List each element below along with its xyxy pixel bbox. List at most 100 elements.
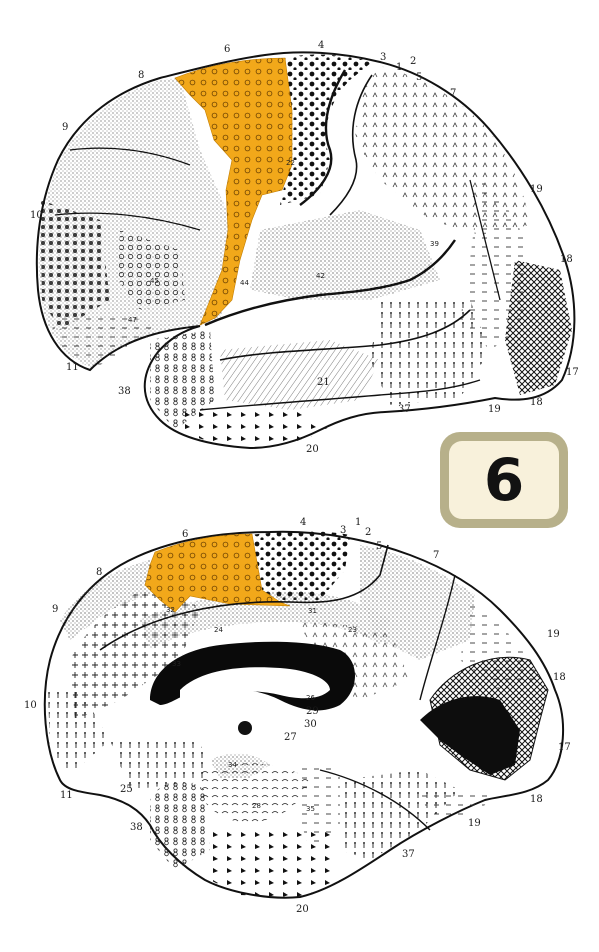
svg-text:26: 26 — [306, 694, 315, 702]
svg-text:39: 39 — [430, 240, 439, 248]
svg-text:25: 25 — [120, 784, 133, 795]
parieto-occipital-sulcus-medial — [419, 574, 456, 701]
svg-text:3: 3 — [340, 525, 346, 536]
ventricle-space — [180, 667, 330, 700]
cingulate-sulcus — [99, 544, 389, 651]
svg-text:2: 2 — [410, 56, 416, 67]
svg-text:19: 19 — [547, 629, 560, 640]
area-35-region — [300, 760, 340, 850]
svg-text:9: 9 — [62, 122, 68, 133]
area-number-badge: 6 — [440, 432, 568, 528]
svg-text:20: 20 — [296, 904, 309, 915]
area-4-medial-region — [250, 531, 350, 602]
svg-text:11: 11 — [60, 790, 73, 801]
svg-text:3: 3 — [380, 52, 386, 63]
svg-text:6: 6 — [224, 44, 230, 55]
svg-text:17: 17 — [566, 367, 579, 378]
area-6-medial-highlight[interactable] — [144, 533, 291, 613]
svg-text:18: 18 — [530, 397, 543, 408]
svg-text:44: 44 — [240, 279, 249, 287]
area-38-region — [150, 330, 215, 430]
area-9-medial-region — [60, 560, 160, 640]
area-11-region — [50, 310, 160, 365]
svg-text:38: 38 — [118, 386, 131, 397]
svg-text:6: 6 — [182, 529, 188, 540]
svg-text:30: 30 — [304, 719, 317, 730]
svg-text:4: 4 — [318, 40, 324, 51]
svg-text:18: 18 — [553, 672, 566, 683]
svg-text:47: 47 — [128, 316, 137, 324]
svg-text:31: 31 — [308, 607, 317, 615]
area-25-region — [110, 740, 210, 790]
svg-text:8: 8 — [96, 567, 102, 578]
area-21-region — [220, 340, 380, 410]
svg-text:42: 42 — [316, 272, 325, 280]
svg-text:11: 11 — [66, 362, 79, 373]
svg-text:19: 19 — [530, 184, 543, 195]
area-37-region — [370, 300, 490, 405]
area-45-region — [118, 230, 185, 310]
svg-text:24: 24 — [214, 626, 223, 634]
svg-text:37: 37 — [398, 404, 411, 415]
area-28-region — [200, 763, 310, 823]
svg-text:23: 23 — [348, 626, 357, 634]
svg-text:28: 28 — [252, 802, 261, 810]
badge-inner: 6 — [449, 441, 559, 519]
svg-text:8: 8 — [138, 70, 144, 81]
lateral-sulcus — [204, 239, 456, 327]
area-18-region — [505, 260, 572, 395]
svg-text:22: 22 — [286, 159, 295, 167]
frontal-sulcus-2 — [54, 212, 201, 231]
inferior-temporal-sulcus — [199, 379, 481, 411]
svg-text:7: 7 — [433, 550, 439, 561]
area-22-region — [250, 210, 440, 300]
fornix-dot — [238, 721, 252, 735]
svg-text:29: 29 — [306, 706, 319, 717]
parieto-occipital-sulcus — [469, 179, 501, 301]
lateral-brain-view: 6 4 3 1 2 5 7 8 9 10 11 38 20 21 37 19 1… — [30, 40, 579, 455]
svg-text:33: 33 — [172, 660, 181, 668]
svg-text:45: 45 — [150, 277, 159, 285]
svg-text:34: 34 — [228, 761, 237, 769]
area-24-region — [140, 591, 390, 650]
calcarine-black — [420, 696, 520, 775]
central-sulcus — [299, 69, 347, 206]
area-34-region — [210, 753, 270, 778]
svg-text:9: 9 — [52, 604, 58, 615]
svg-text:18: 18 — [530, 794, 543, 805]
svg-text:4: 4 — [300, 517, 306, 528]
svg-text:19: 19 — [488, 404, 501, 415]
svg-text:17: 17 — [558, 742, 571, 753]
svg-text:5: 5 — [376, 541, 382, 552]
superior-temporal-sulcus — [219, 309, 471, 361]
area-38-medial-region — [150, 781, 210, 870]
svg-text:35: 35 — [306, 805, 315, 813]
svg-text:38: 38 — [130, 822, 143, 833]
medial-brain-view: 6 4 3 1 2 5 7 8 9 10 11 25 38 20 37 19 1… — [24, 517, 571, 915]
svg-text:32: 32 — [166, 606, 175, 614]
svg-text:2: 2 — [365, 527, 371, 538]
svg-text:7: 7 — [450, 88, 456, 99]
svg-text:27: 27 — [284, 732, 297, 743]
badge-number: 6 — [483, 446, 525, 514]
area-20-medial-region — [210, 830, 340, 897]
area-10-region — [40, 200, 110, 330]
svg-text:1: 1 — [396, 62, 402, 73]
collateral-sulcus — [319, 769, 431, 831]
frontal-sulcus-1 — [69, 147, 191, 166]
area-6-highlight[interactable] — [174, 57, 293, 326]
svg-text:18: 18 — [560, 254, 573, 265]
area-20-region — [180, 405, 330, 447]
area-19-inferior-region — [420, 790, 490, 820]
svg-text:10: 10 — [30, 210, 43, 221]
svg-text:21: 21 — [317, 377, 330, 388]
svg-text:10: 10 — [24, 700, 37, 711]
area-10-medial-region — [48, 690, 110, 775]
svg-text:5: 5 — [416, 72, 422, 83]
svg-text:19: 19 — [468, 818, 481, 829]
svg-text:1: 1 — [355, 517, 361, 528]
postcentral-sulcus — [329, 74, 373, 216]
svg-text:20: 20 — [306, 444, 319, 455]
svg-text:37: 37 — [402, 849, 415, 860]
